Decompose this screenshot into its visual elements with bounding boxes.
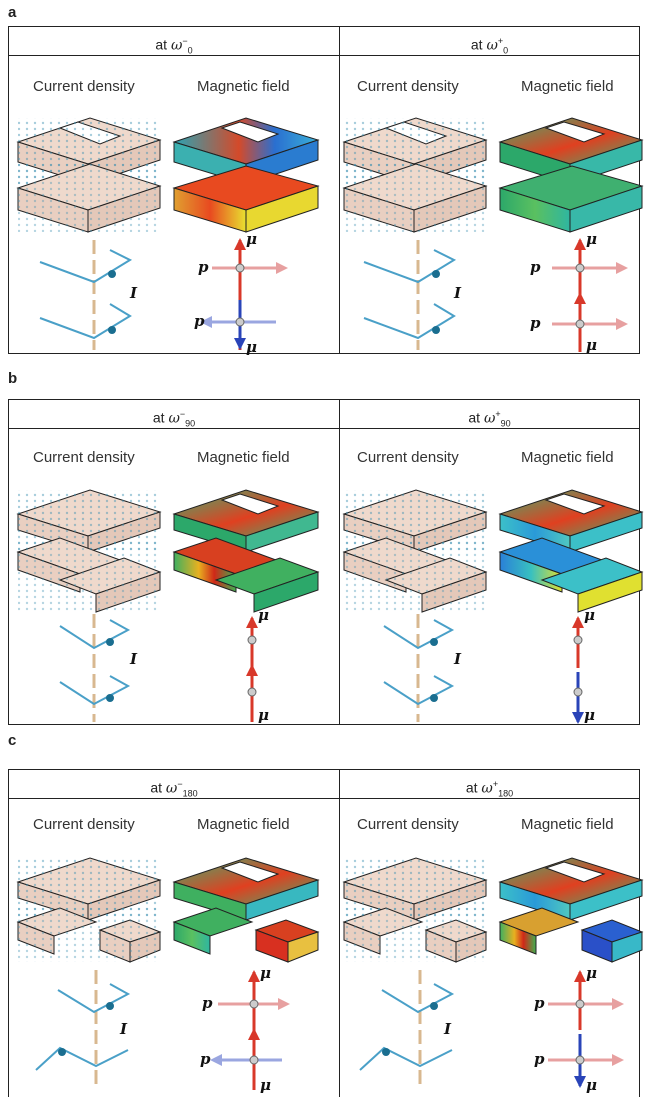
mu-label-a-left-1: μ xyxy=(246,230,257,248)
p-label-a-right-2: p xyxy=(530,314,541,332)
panel-b-header-row xyxy=(9,400,639,429)
panel-letter-b: b xyxy=(8,370,18,387)
label-current-density-b-right: Current density xyxy=(357,449,459,466)
circuit-diagram-c-right xyxy=(359,970,455,1090)
panel-b-divider xyxy=(339,400,340,724)
current-label-b-left: I xyxy=(129,650,138,668)
panel-c-header-row xyxy=(9,770,639,799)
circuit-diagram-b-left xyxy=(59,614,131,722)
dipole-diagram-a-right xyxy=(552,238,628,352)
label-current-density-a-right: Current density xyxy=(357,78,459,95)
mu-label-c-left-1: μ xyxy=(260,964,271,982)
dipole-diagram-c-left xyxy=(210,970,290,1090)
mu-label-b-left-1: μ xyxy=(258,606,269,624)
current-density-blocks-a-left xyxy=(16,117,162,233)
panel-a-right-header: at ω+0 xyxy=(470,36,509,56)
p-label-a-left-1: p xyxy=(198,258,209,276)
panel-b: at ω−90 at ω+90 xyxy=(8,399,640,725)
panel-c-left-header: at ω−180 xyxy=(150,779,198,799)
circuit-diagram-a-right xyxy=(363,240,457,350)
mu-label-a-right-2: μ xyxy=(586,336,597,354)
magnetic-field-blocks-a-right xyxy=(498,117,644,233)
label-current-density-c-left: Current density xyxy=(33,816,135,833)
current-label-a-left: I xyxy=(129,284,138,302)
current-label-a-right: I xyxy=(453,284,462,302)
magnetic-field-blocks-a-left xyxy=(172,117,320,233)
p-label-a-left-2: p xyxy=(194,312,205,330)
p-label-c-left-2: p xyxy=(200,1050,211,1068)
p-label-a-right-1: p xyxy=(530,258,541,276)
current-label-c-right: I xyxy=(443,1020,452,1038)
panel-c-divider xyxy=(339,770,340,1097)
label-current-density-b-left: Current density xyxy=(33,449,135,466)
magnetic-field-blocks-b-left xyxy=(172,489,320,613)
current-label-b-right: I xyxy=(453,650,462,668)
label-magnetic-field-b-left: Magnetic field xyxy=(197,449,290,466)
panel-c-right-header: at ω+180 xyxy=(465,779,514,799)
circuit-diagram-b-right xyxy=(383,614,455,722)
panel-a: at ω−0 at ω+0 xyxy=(8,26,640,354)
magnetic-field-blocks-b-right xyxy=(498,489,644,613)
panel-letter-a: a xyxy=(8,4,17,21)
p-label-c-left-1: p xyxy=(202,994,213,1012)
mu-label-b-right-1: μ xyxy=(584,606,595,624)
mu-label-a-left-2: μ xyxy=(246,338,257,356)
mu-label-b-left-2: μ xyxy=(258,706,269,724)
mu-label-a-right-1: μ xyxy=(586,230,597,248)
panel-c: at ω−180 at ω+180 xyxy=(8,769,640,1097)
panel-b-left-header: at ω−90 xyxy=(152,409,196,429)
circuit-diagram-a-left xyxy=(39,240,133,350)
dipole-diagram-c-right xyxy=(548,970,624,1088)
panel-a-divider xyxy=(339,27,340,353)
label-current-density-a-left: Current density xyxy=(33,78,135,95)
panel-letter-c: c xyxy=(8,732,17,749)
magnetic-field-blocks-c-right xyxy=(498,857,644,963)
dipole-diagram-b-left xyxy=(246,616,258,722)
p-label-c-right-1: p xyxy=(534,994,545,1012)
panel-a-header-row xyxy=(9,27,639,56)
current-density-blocks-b-right xyxy=(342,489,488,613)
label-magnetic-field-a-right: Magnetic field xyxy=(521,78,614,95)
magnetic-field-blocks-c-left xyxy=(172,857,320,963)
p-label-c-right-2: p xyxy=(534,1050,545,1068)
label-magnetic-field-c-right: Magnetic field xyxy=(521,816,614,833)
label-magnetic-field-c-left: Magnetic field xyxy=(197,816,290,833)
panel-b-right-header: at ω+90 xyxy=(468,409,511,429)
mu-label-c-right-1: μ xyxy=(586,964,597,982)
panel-a-left-header: at ω−0 xyxy=(155,36,193,56)
mu-label-c-left-2: μ xyxy=(260,1076,271,1094)
dipole-diagram-b-right xyxy=(572,616,584,724)
mu-label-b-right-2: μ xyxy=(584,706,595,724)
current-density-blocks-b-left xyxy=(16,489,162,613)
label-magnetic-field-b-right: Magnetic field xyxy=(521,449,614,466)
label-current-density-c-right: Current density xyxy=(357,816,459,833)
dipole-diagram-a-left xyxy=(200,238,288,350)
current-label-c-left: I xyxy=(119,1020,128,1038)
circuit-diagram-c-left xyxy=(35,970,131,1090)
current-density-blocks-c-left xyxy=(16,857,162,963)
current-density-blocks-c-right xyxy=(342,857,488,963)
label-magnetic-field-a-left: Magnetic field xyxy=(197,78,290,95)
current-density-blocks-a-right xyxy=(342,117,488,233)
mu-label-c-right-2: μ xyxy=(586,1076,597,1094)
